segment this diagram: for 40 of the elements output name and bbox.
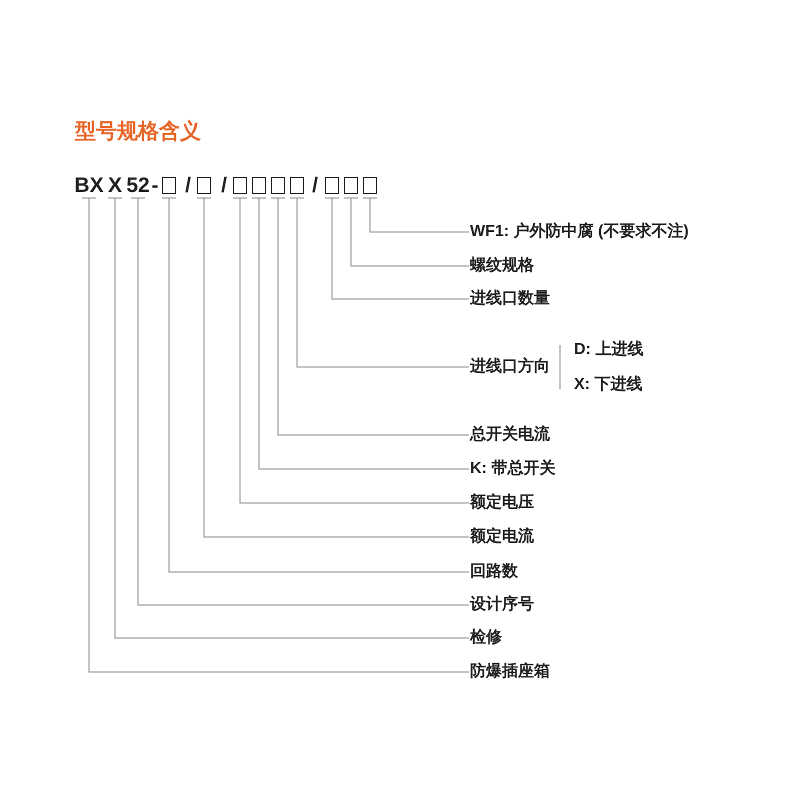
explanation-text: 额定电流 [470, 529, 534, 545]
explanation-text: 螺纹规格 [470, 258, 534, 274]
code-placeholder-box [233, 177, 247, 194]
leader-line [344, 198, 470, 266]
leader-line [290, 198, 470, 368]
option-text: D: 上进线 [574, 342, 644, 358]
leader-line [232, 198, 470, 504]
code-placeholder-box [344, 177, 358, 194]
leader-line [196, 198, 470, 538]
leader-line [252, 198, 470, 470]
leader-line [162, 198, 470, 572]
code-placeholder-box [325, 177, 339, 194]
explanation-text: 检修 [470, 630, 502, 646]
code-placeholder-box [197, 177, 211, 194]
explanation-text: 回路数 [470, 564, 518, 580]
code-placeholder-box [252, 177, 266, 194]
model-code-part: 52 [126, 175, 150, 196]
leader-line [270, 198, 470, 436]
explanation-text: 额定电压 [470, 495, 534, 511]
explanation-text: 防爆插座箱 [470, 664, 550, 680]
title: 型号规格含义 [75, 121, 201, 142]
code-placeholder-box [271, 177, 285, 194]
separator-text: / [221, 175, 227, 196]
explanation-text: WF1: 户外防中腐 (不要求不注) [470, 224, 689, 240]
explanation-text: 进线口数量 [470, 291, 550, 307]
explanation-text: K: 带总开关 [470, 461, 556, 477]
option-text: X: 下进线 [574, 377, 642, 393]
code-placeholder-box [363, 177, 377, 194]
separator-text: - [152, 175, 158, 196]
explanation-text: 设计序号 [470, 597, 534, 613]
separator-text: / [185, 175, 191, 196]
code-placeholder-box [290, 177, 304, 194]
model-code-part: BX [74, 175, 104, 196]
explanation-text: 进线口方向 [470, 359, 550, 375]
explanation-text: 总开关电流 [470, 427, 550, 443]
leader-line [362, 198, 470, 232]
code-placeholder-box [162, 177, 176, 194]
model-code-part: X [108, 175, 122, 196]
leader-line [324, 198, 470, 300]
separator-text: / [312, 175, 318, 196]
